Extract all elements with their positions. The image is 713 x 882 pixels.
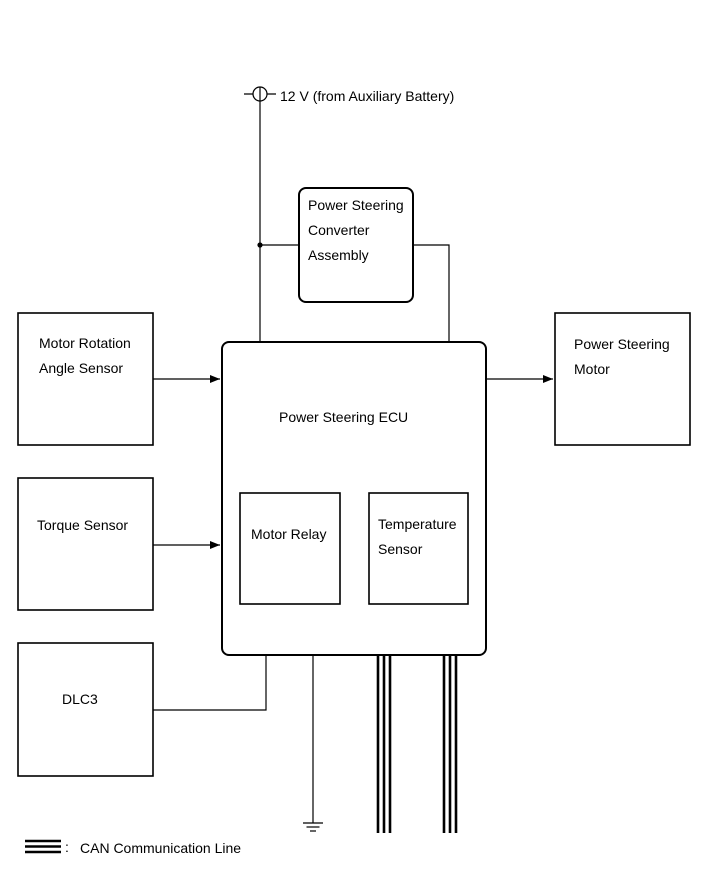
- legend-separator: :: [65, 839, 69, 855]
- converter-label-line: Converter: [308, 222, 370, 238]
- motor-rotation-sensor-label-line: Motor Rotation: [39, 335, 131, 351]
- can-line-right: [442, 655, 458, 833]
- torque-sensor-box: [17, 477, 154, 611]
- motor-rotation-sensor-label: Motor Rotation Angle Sensor: [39, 331, 131, 381]
- dlc3-line: [153, 655, 267, 711]
- dlc3-label: DLC3: [62, 691, 98, 707]
- legend-label: CAN Communication Line: [80, 840, 242, 856]
- converter-box: [298, 187, 414, 303]
- motor-relay-box: [239, 492, 341, 605]
- ecu-title: Power Steering ECU: [279, 409, 409, 425]
- ground-icon: [303, 822, 323, 832]
- dlc3-box: [17, 642, 154, 777]
- torque-sensor-label: Torque Sensor: [37, 517, 129, 533]
- power-source-label: 12 V (from Auxiliary Battery): [280, 88, 455, 104]
- ps-motor-label: Power Steering Motor: [574, 332, 670, 382]
- ps-motor-box: [554, 312, 691, 446]
- converter-label-line: Power Steering: [308, 197, 404, 213]
- motor-rotation-sensor-box: [17, 312, 154, 446]
- motor-relay-label: Motor Relay: [251, 526, 327, 542]
- converter-output-line: [413, 244, 450, 342]
- battery-terminal-icon: [244, 86, 276, 102]
- temperature-sensor-label-line: Sensor: [378, 541, 423, 557]
- ps-motor-label-line: Motor: [574, 361, 610, 377]
- temperature-sensor-label-line: Temperature: [378, 516, 457, 532]
- converter-label-line: Assembly: [308, 247, 369, 263]
- motor-rotation-sensor-label-line: Angle Sensor: [39, 360, 124, 376]
- ps-motor-label-line: Power Steering: [574, 336, 670, 352]
- converter-label: Power Steering Converter Assembly: [308, 193, 404, 268]
- can-legend-symbol: [25, 839, 61, 854]
- temperature-sensor-label: Temperature Sensor: [378, 512, 457, 562]
- temperature-sensor-box: [368, 492, 469, 605]
- can-line-left: [376, 655, 392, 833]
